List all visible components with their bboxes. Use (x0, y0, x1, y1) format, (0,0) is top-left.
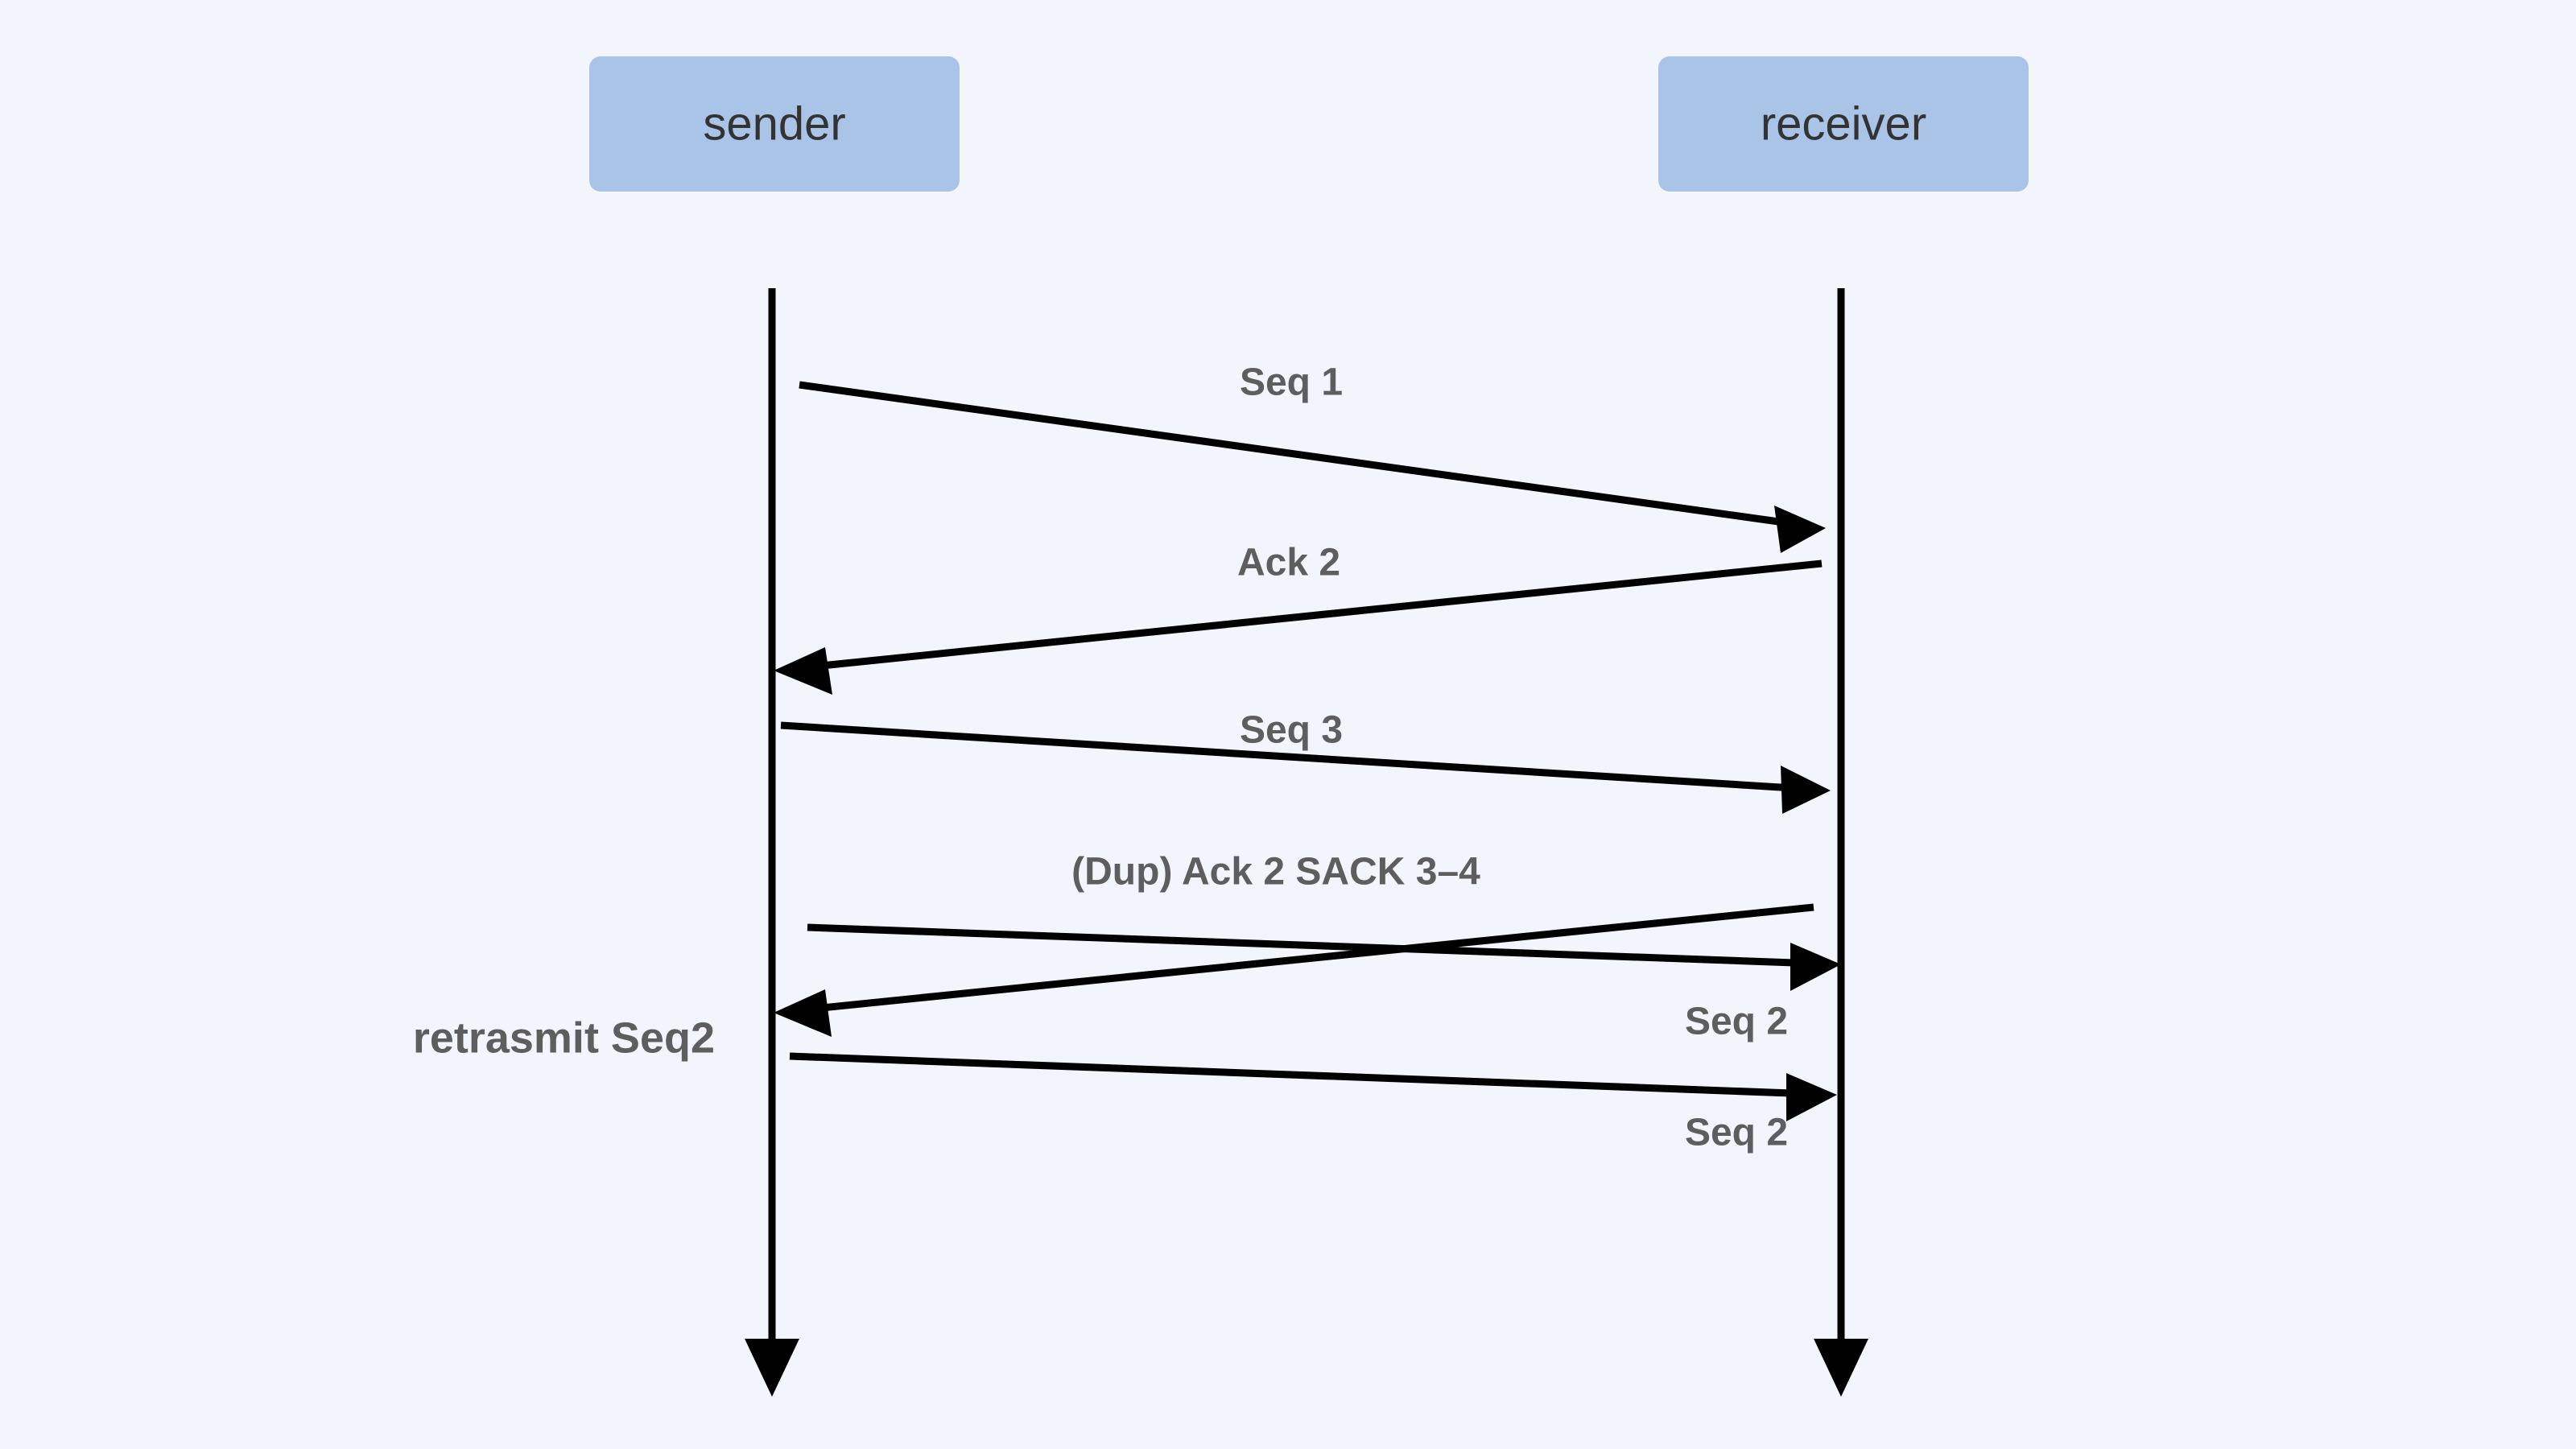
message-seq-1-label: Seq 1 (1240, 361, 1343, 404)
lifeline-sender (745, 288, 799, 1397)
note-retransmit-seq2: retrasmit Seq2 (413, 1013, 715, 1062)
message-dup-ack-2-sack[interactable]: (Dup) Ack 2 SACK 3–4 (774, 851, 1814, 1037)
participant-receiver[interactable]: receiver (1658, 56, 2029, 192)
message-ack-2[interactable]: Ack 2 (774, 542, 1823, 695)
message-seq-3[interactable]: Seq 3 (780, 709, 1831, 814)
participant-sender[interactable]: sender (589, 56, 960, 192)
message-seq-2-first-line (807, 923, 1818, 968)
message-seq-1-line (799, 381, 1802, 529)
message-seq-2-retransmit-label: Seq 2 (1685, 1112, 1788, 1154)
message-dup-ack-2-sack-label: (Dup) Ack 2 SACK 3–4 (1071, 851, 1480, 894)
participant-label-receiver: receiver (1761, 97, 1926, 150)
message-seq-2-retransmit-arrowhead (1786, 1073, 1837, 1121)
participant-box-receiver[interactable] (1658, 56, 2029, 192)
message-seq-2-first-label: Seq 2 (1685, 1001, 1788, 1043)
message-seq-3-arrowhead (1781, 766, 1831, 814)
message-seq-1-arrowhead (1774, 506, 1826, 553)
message-seq-2-retransmit-line (789, 1052, 1814, 1098)
participant-box-sender[interactable] (589, 56, 960, 192)
message-seq-3-label: Seq 3 (1240, 709, 1343, 752)
lifeline-receiver-arrowhead (1814, 1339, 1868, 1397)
message-dup-ack-2-sack-arrowhead (774, 989, 832, 1037)
message-ack-2-line (797, 559, 1823, 672)
message-seq-1[interactable]: Seq 1 (799, 361, 1826, 553)
participant-label-sender: sender (703, 97, 845, 150)
message-seq-2-first[interactable]: Seq 2 (807, 923, 1841, 1043)
message-seq-2-first-arrowhead (1790, 943, 1841, 991)
message-dup-ack-2-sack-line (797, 903, 1814, 1014)
message-ack-2-label: Ack 2 (1237, 542, 1340, 584)
message-seq-3-line (780, 721, 1807, 793)
lifeline-receiver (1814, 288, 1868, 1397)
message-ack-2-arrowhead (774, 647, 832, 695)
message-seq-2-retransmit[interactable]: Seq 2 (789, 1052, 1837, 1154)
lifeline-sender-arrowhead (745, 1339, 799, 1397)
